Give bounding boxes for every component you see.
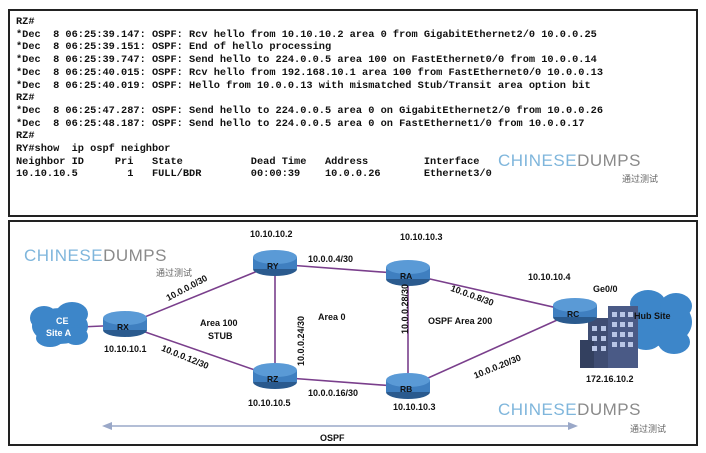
router-ry-rid: 10.10.10.2 xyxy=(250,229,293,239)
terminal-line: *Dec 8 06:25:39.747: OSPF: Send hello to… xyxy=(16,54,597,67)
hub-building-icon xyxy=(580,306,638,368)
router-ra[interactable]: RA xyxy=(386,260,430,286)
terminal-line: RZ# xyxy=(16,130,35,143)
link-ra-rc xyxy=(407,273,576,313)
router-ra-rid: 10.10.10.3 xyxy=(400,232,443,242)
ospf-span-arrow xyxy=(102,422,578,430)
topology-svg: CE Site A Hub Site 172.16.10. xyxy=(30,229,692,443)
router-rc[interactable]: RC xyxy=(553,298,597,324)
terminal-line: *Dec 8 06:25:48.187: OSPF: Send hello to… xyxy=(16,117,585,130)
terminal-line: *Dec 8 06:25:40.019: OSPF: Hello from 10… xyxy=(16,79,591,92)
link-label-ry-ra: 10.0.0.4/30 xyxy=(308,254,353,264)
router-rz-name: RZ xyxy=(267,374,278,384)
terminal-lines: RZ# *Dec 8 06:25:39.147: OSPF: Rcv hello… xyxy=(16,16,603,181)
terminal-line: *Dec 8 06:25:39.151: OSPF: End of hello … xyxy=(16,41,332,54)
terminal-line: 10.10.10.5 1 FULL/BDR 00:00:39 10.0.0.26… xyxy=(16,168,492,181)
terminal-line: RY#show ip ospf neighbor xyxy=(16,143,171,156)
ce-cloud xyxy=(30,302,88,347)
network-diagram: CE Site A Hub Site 172.16.10. xyxy=(8,220,698,446)
hub-cloud xyxy=(630,290,692,354)
watermark-sub-right: 通过测试 xyxy=(630,424,667,434)
link-rb-rc xyxy=(407,311,576,388)
terminal-line: *Dec 8 06:25:40.015: OSPF: Rcv hello fro… xyxy=(16,66,604,79)
terminal-line: Neighbor ID Pri State Dead Time Address … xyxy=(16,155,480,168)
router-rb[interactable]: RB xyxy=(386,373,430,399)
terminal-output: RZ# *Dec 8 06:25:39.147: OSPF: Rcv hello… xyxy=(8,9,698,217)
area-100-stub-label: STUB xyxy=(208,331,233,341)
router-rx-rid: 10.10.10.1 xyxy=(104,344,147,354)
watermark-part1: CHINESE xyxy=(498,151,578,170)
watermark-part2: DUMPS xyxy=(577,400,641,419)
link-rz-rb xyxy=(274,376,409,388)
area-100-label: Area 100 xyxy=(200,318,238,328)
ospf-label: OSPF xyxy=(320,433,345,443)
link-rx-rz xyxy=(124,324,276,378)
ce-label-2: Site A xyxy=(46,328,72,338)
terminal-line: RZ# xyxy=(16,92,35,105)
router-rb-name: RB xyxy=(400,384,412,394)
area-200-label: OSPF Area 200 xyxy=(428,316,492,326)
watermark-sub-left: 通过测试 xyxy=(156,268,193,278)
watermark-logo-right: CHINESEDUMPS xyxy=(498,400,641,420)
router-rb-rid: 10.10.10.3 xyxy=(393,402,436,412)
ce-label-1: CE xyxy=(56,316,69,326)
hub-ip-label: 172.16.10.2 xyxy=(586,374,634,384)
link-label-rx-rz: 10.0.0.12/30 xyxy=(160,343,210,371)
terminal-line: *Dec 8 06:25:47.287: OSPF: Send hello to… xyxy=(16,104,604,117)
link-label-rz-rb: 10.0.0.16/30 xyxy=(308,388,358,398)
watermark-sub: 通过测试 xyxy=(622,174,659,184)
router-ra-name: RA xyxy=(400,271,412,281)
link-label-ra-rb: 10.0.0.28/30 xyxy=(400,284,410,334)
router-rx[interactable]: RX xyxy=(103,311,147,337)
router-ry[interactable]: RY xyxy=(253,250,297,276)
link-rx-ry xyxy=(124,263,276,326)
link-label-ra-rc: 10.0.0.8/30 xyxy=(449,283,495,308)
router-rc-rid: 10.10.10.4 xyxy=(528,272,571,282)
link-label-ry-rz: 10.0.0.24/30 xyxy=(296,316,306,366)
router-rx-name: RX xyxy=(117,322,129,332)
terminal-line: *Dec 8 06:25:39.147: OSPF: Rcv hello fro… xyxy=(16,28,597,41)
terminal-line: RZ# xyxy=(16,16,35,28)
watermark-logo: CHINESEDUMPS xyxy=(498,151,641,171)
watermark-part2: DUMPS xyxy=(103,246,167,265)
watermark-part2: DUMPS xyxy=(577,151,641,170)
gig-interface-label: Ge0/0 xyxy=(593,284,618,294)
watermark-logo-left: CHINESEDUMPS xyxy=(24,246,167,266)
watermark-part1: CHINESE xyxy=(498,400,578,419)
link-label-rb-rc: 10.0.0.20/30 xyxy=(472,353,522,381)
router-ry-name: RY xyxy=(267,261,279,271)
watermark-part1: CHINESE xyxy=(24,246,104,265)
area-0-label: Area 0 xyxy=(318,312,346,322)
router-rz-rid: 10.10.10.5 xyxy=(248,398,291,408)
router-rz[interactable]: RZ xyxy=(253,363,297,389)
hub-site-label: Hub Site xyxy=(634,311,671,321)
router-rc-name: RC xyxy=(567,309,579,319)
link-ry-ra xyxy=(274,263,409,275)
